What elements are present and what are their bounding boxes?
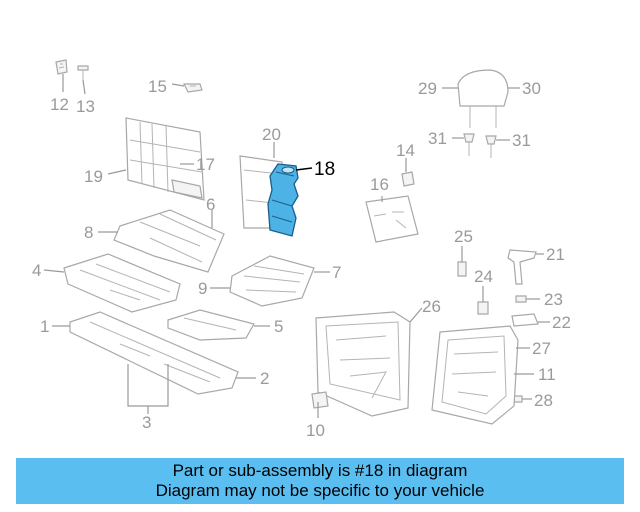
callout-25: 25 (454, 227, 473, 246)
callout-5: 5 (274, 317, 283, 336)
part-18-bolster-highlight (267, 163, 299, 237)
callout-labels: 12 13 15 17 19 20 18 6 8 4 7 9 1 5 2 3 1… (32, 77, 571, 440)
callout-31-left: 31 (428, 129, 447, 148)
part-17-19-seatback (125, 117, 205, 201)
callout-7: 7 (332, 263, 341, 282)
part-4-cushion-cover (63, 253, 181, 313)
part-31-guides (463, 133, 497, 158)
part-5-bracket (167, 309, 255, 341)
callout-2: 2 (260, 369, 269, 388)
callout-16: 16 (370, 175, 389, 194)
callout-20: 20 (262, 125, 281, 144)
callout-18: 18 (314, 159, 335, 180)
callout-29: 29 (418, 79, 437, 98)
callout-22: 22 (552, 313, 571, 332)
callout-17: 17 (196, 155, 215, 174)
callout-10: 10 (306, 421, 325, 440)
callout-3: 3 (142, 413, 151, 432)
callout-4: 4 (32, 261, 41, 280)
part-26-10-back-panel (311, 311, 411, 417)
part-23-screw (515, 295, 527, 303)
callout-14: 14 (396, 141, 415, 160)
callout-15: 15 (148, 77, 167, 96)
callout-26: 26 (422, 297, 441, 316)
callout-24: 24 (474, 267, 493, 286)
callout-30: 30 (522, 79, 541, 98)
part-22-bezel (511, 313, 539, 327)
callout-9: 9 (198, 279, 207, 298)
banner-line-part: Part or sub-assembly is #18 in diagram (172, 461, 468, 480)
callout-13: 13 (76, 97, 95, 116)
callout-1: 1 (40, 317, 49, 336)
part-25-clip (457, 261, 467, 277)
part-13-bolt (77, 65, 89, 80)
callout-11: 11 (538, 365, 556, 384)
callout-19: 19 (84, 167, 103, 186)
callout-8: 8 (84, 223, 93, 242)
callout-27: 27 (532, 339, 551, 358)
callout-31-right: 31 (512, 131, 531, 150)
part-8-6-cushion-pad (113, 209, 225, 273)
part-12-clip (55, 59, 68, 75)
part-29-30-headrest (457, 69, 509, 128)
part-9-7-side-cushion (229, 255, 315, 307)
banner-line-disclaimer: Diagram may not be specific to your vehi… (155, 481, 485, 500)
part-27-11-frame (431, 325, 519, 425)
part-24-pin (477, 301, 489, 315)
part-16-hardware-kit (365, 195, 419, 243)
callout-12: 12 (50, 95, 69, 114)
callout-23: 23 (544, 290, 563, 309)
callout-6: 6 (206, 195, 215, 214)
part-14-fastener (401, 171, 415, 187)
leader-lines (43, 74, 550, 418)
callout-28: 28 (534, 391, 553, 410)
part-15-clip (183, 83, 203, 93)
part-21-latch (507, 249, 537, 285)
info-banner: Part or sub-assembly is #18 in diagram D… (16, 458, 624, 504)
callout-21: 21 (546, 245, 565, 264)
part-1-3-2-cushion-frame (69, 311, 239, 395)
